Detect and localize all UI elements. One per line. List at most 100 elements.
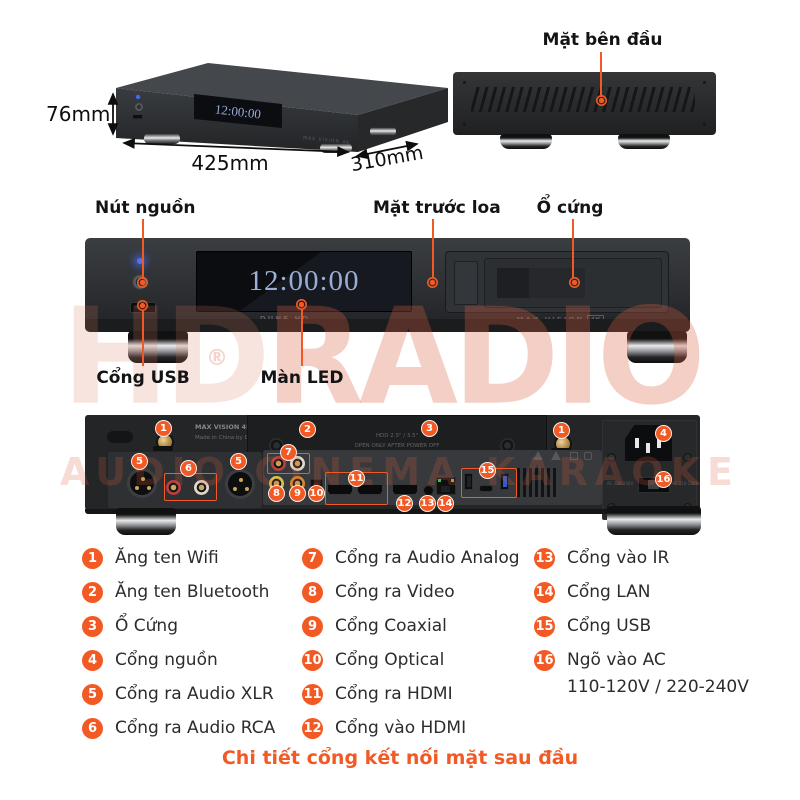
legend-number-badge: 10 — [302, 649, 323, 671]
legend-number-badge: 2 — [82, 581, 103, 603]
watermark-registered-icon: ® — [206, 346, 228, 371]
rear-callout-6: 6 — [180, 460, 197, 477]
rca-output-red — [166, 480, 181, 495]
side-vents — [471, 87, 695, 112]
rear-callout-1: 1 — [155, 420, 172, 437]
rivet — [703, 81, 706, 84]
legend-label: Cổng ra Audio XLR — [115, 684, 274, 704]
dim-height-label: 76mm — [46, 102, 111, 126]
mini-power-led — [135, 94, 141, 100]
legend-number-badge: 15 — [534, 615, 555, 637]
hdd-bay-text2: OPEN ONLY AFTER POWER OFF — [354, 443, 440, 449]
rca-output-white — [194, 480, 209, 495]
watermark-karaoke: KARAOKE — [485, 450, 740, 494]
rear-callout-4: 4 — [655, 425, 672, 442]
warning-triangle-icon — [551, 451, 561, 460]
legend-label: Cổng Coaxial — [335, 616, 447, 636]
legend-label: Cổng vào HDMI — [335, 718, 467, 738]
rear-callout-9: 9 — [289, 485, 306, 502]
legend-number-badge: 6 — [82, 717, 103, 739]
power-plate — [602, 420, 697, 520]
hdmi-out-2 — [357, 484, 383, 495]
dim-width-label: 425mm — [191, 151, 269, 175]
usb3-port — [500, 473, 509, 490]
usb-label: Cổng USB — [96, 368, 190, 388]
rear-device-foot — [116, 508, 176, 535]
legend-number-badge: 7 — [302, 547, 323, 569]
legend-item-16: 16 Ngõ vào AC — [534, 649, 749, 671]
legend-item-9: 9 Cổng Coaxial — [302, 615, 520, 637]
rivet — [703, 123, 706, 126]
front-panel-dot — [427, 277, 438, 288]
voltage-label-left: AC 220-240V — [607, 481, 634, 486]
dimension-arrows — [107, 92, 419, 160]
hdmi-in — [392, 484, 418, 495]
legend-label: Cổng LAN — [567, 582, 651, 602]
legend-label: Cổng ra Audio RCA — [115, 718, 276, 738]
mini-power-button-center — [137, 105, 141, 109]
mini-display — [194, 94, 282, 128]
legend-label: Cổng Optical — [335, 650, 445, 670]
rear-callout-10: 10 — [308, 485, 325, 502]
rear-callout-5: 5 — [230, 453, 247, 470]
analog-audio-white — [290, 456, 305, 471]
rear-callout-3: 3 — [421, 420, 438, 437]
hdmi-out-1 — [327, 484, 353, 495]
legend-label: Cổng USB — [567, 616, 652, 636]
rivet — [463, 81, 466, 84]
legend-item-6: 6 Cổng ra Audio RCA — [82, 717, 275, 739]
rear-callout-7: 7 — [280, 444, 297, 461]
legend-number-badge: 12 — [302, 717, 323, 739]
rear-vents — [517, 468, 559, 497]
legend-label: Ngõ vào AC — [567, 650, 666, 670]
legend-label-line2: 110-120V / 220-240V — [567, 677, 749, 697]
power-led — [137, 258, 143, 264]
rear-device-foot — [607, 506, 701, 535]
hdd-leader-line — [572, 219, 574, 278]
legend-label: Cổng ra Audio Analog — [335, 548, 520, 568]
rear-callout-5: 5 — [131, 453, 148, 470]
rear-callout-8: 8 — [268, 485, 285, 502]
legend-number-badge: 16 — [534, 649, 555, 671]
legend-number-badge: 8 — [302, 581, 323, 603]
usb-leader-line — [142, 311, 144, 366]
rivet — [463, 123, 466, 126]
legend-number-badge: 9 — [302, 615, 323, 637]
legend-label: Cổng ra Video — [335, 582, 455, 602]
legend-label: Ăng ten Wifi — [115, 548, 219, 568]
rear-callout-16: 16 — [655, 471, 672, 488]
rear-view-device: MAX VISION 4K Made in China by DUNE HD H… — [85, 415, 700, 520]
kensington-lock-slot — [107, 431, 133, 443]
hdd-dot — [569, 277, 580, 288]
lan-port — [436, 477, 456, 495]
legend-item-15: 15 Cổng USB — [534, 615, 749, 637]
power-dot — [137, 277, 148, 288]
legend-item-10: 10 Cổng Optical — [302, 649, 520, 671]
led-label: Màn LED — [260, 368, 344, 388]
usb-c-port — [479, 485, 493, 492]
usb-a-port — [464, 473, 473, 490]
legend-item-12: 12 Cổng vào HDMI — [302, 717, 520, 739]
legend-item-7: 7 Cổng ra Audio Analog — [302, 547, 520, 569]
warning-triangle-icon — [533, 451, 543, 460]
front-panel-leader-line — [432, 219, 434, 278]
front-device-foot — [627, 331, 687, 363]
hdd-eject-button — [454, 261, 478, 305]
watermark-logo: HDRADIO — [62, 280, 706, 435]
rear-callout-13: 13 — [419, 495, 436, 512]
antenna-base — [153, 446, 173, 451]
usb-dot — [137, 300, 148, 311]
screw — [683, 453, 692, 462]
device-foot — [370, 127, 396, 136]
hdd-bay — [445, 251, 669, 313]
front-panel-label: Mặt trước loa — [373, 198, 501, 218]
legend-label: Cổng ra HDMI — [335, 684, 453, 704]
hdd-label: Ổ cứng — [536, 198, 604, 218]
side-device-foot — [618, 134, 670, 149]
